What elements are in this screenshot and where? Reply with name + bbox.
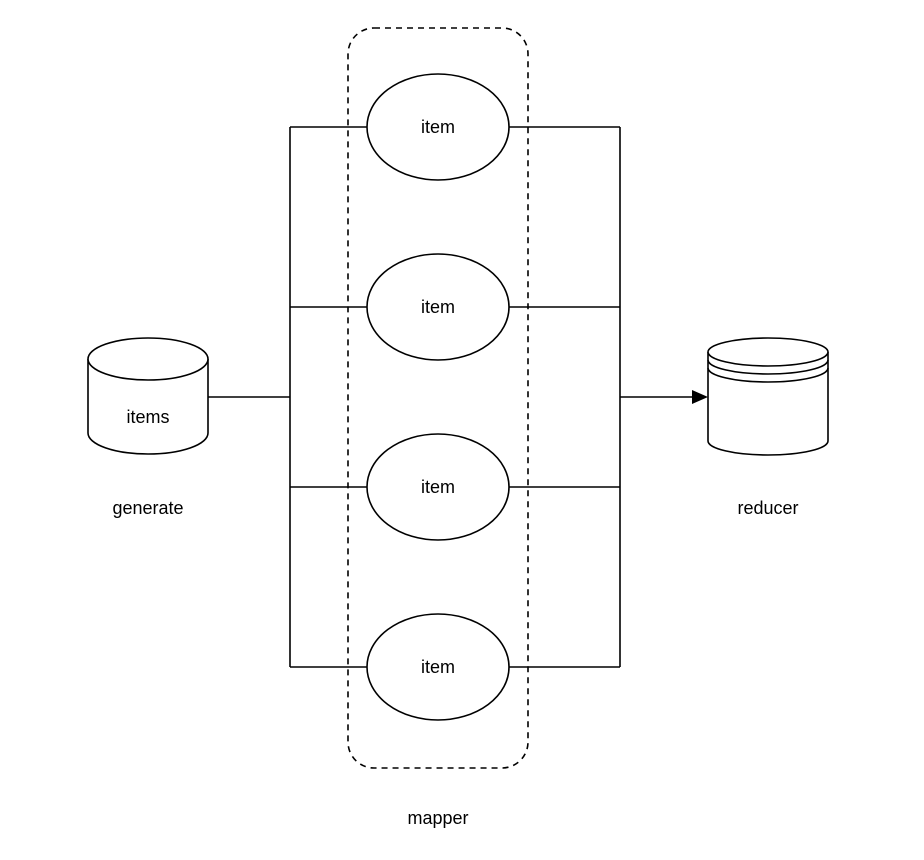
- arrowhead-icon: [692, 390, 708, 404]
- mapper-item-2: item: [366, 253, 510, 361]
- source-caption: generate: [112, 498, 183, 518]
- reducer-cylinder-top: [707, 337, 829, 367]
- mapper-caption: mapper: [407, 808, 468, 828]
- reducer-cylinder: [707, 337, 829, 456]
- mapper-item-label: item: [421, 657, 455, 677]
- source-label: items: [126, 407, 169, 427]
- mapper-item-ellipse: [366, 433, 510, 541]
- mapper-item-3: item: [366, 433, 510, 541]
- mapper-item-4: item: [366, 613, 510, 721]
- mapper-item-label: item: [421, 477, 455, 497]
- source-cylinder-body: [87, 359, 209, 455]
- source-cylinder: items: [87, 337, 209, 455]
- reducer-caption: reducer: [737, 498, 798, 518]
- mapper-container: [347, 27, 529, 769]
- reducer-disk-line-1: [707, 359, 829, 375]
- source-cylinder-top: [87, 337, 209, 381]
- mapper-item-ellipse: [366, 253, 510, 361]
- mapper-item-1: item: [366, 73, 510, 181]
- mapper-item-label: item: [421, 297, 455, 317]
- reducer-disk-line-2: [707, 367, 829, 383]
- mapper-item-label: item: [421, 117, 455, 137]
- reducer-cylinder-body: [707, 352, 829, 456]
- mapper-item-ellipse: [366, 73, 510, 181]
- mapper-item-ellipse: [366, 613, 510, 721]
